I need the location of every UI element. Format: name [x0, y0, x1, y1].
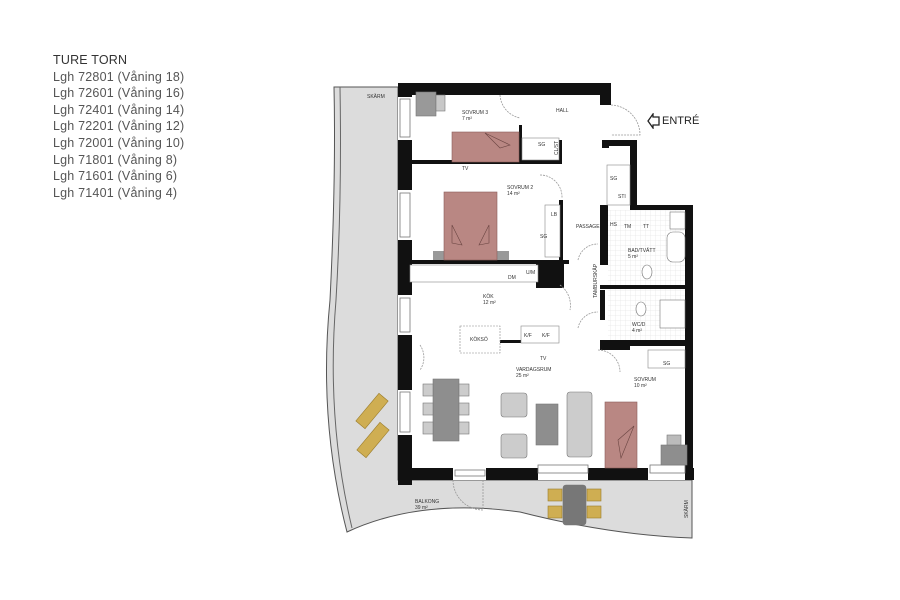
apartment-entry: Lgh 72001 (Våning 10): [53, 135, 185, 150]
room-vardagsrum-area: 25 m²: [516, 373, 529, 379]
room-wc-name: WC/D: [632, 322, 646, 328]
label-sg: SG: [540, 234, 547, 240]
walls: [398, 83, 694, 485]
furniture: [415, 91, 688, 526]
apartment-entry: Lgh 71801 (Våning 8): [53, 152, 178, 167]
room-sovrum-area: 10 m²: [634, 383, 647, 389]
room-balkong-name: BALKONG: [415, 499, 439, 505]
room-bad-area: 5 m²: [628, 254, 638, 260]
room-sovrum3-name: SOVRUM 3: [462, 110, 488, 116]
label-sg: SG: [538, 142, 545, 148]
apartment-entry: Lgh 72801 (Våning 18): [53, 69, 185, 84]
label-dm: DM: [508, 275, 516, 281]
label-skarm: SKÄRM: [367, 93, 385, 100]
windows: [399, 98, 686, 477]
label-tv: TV: [540, 356, 547, 362]
beds: [433, 131, 638, 469]
room-sovrum-name: SOVRUM: [634, 377, 656, 383]
room-kokso-name: KÖKSÖ: [470, 336, 488, 343]
label-tt: TT: [643, 224, 649, 230]
apartment-legend: TURE TORN Lgh 72801 (Våning 18) Lgh 7260…: [53, 52, 184, 201]
label-kf: K/F: [542, 333, 550, 339]
label-skarm: SKÄRM: [683, 500, 690, 518]
building-title: TURE TORN: [53, 53, 128, 67]
label-cl: CL/ST: [554, 141, 560, 155]
apartment-entry: Lgh 71401 (Våning 4): [53, 185, 178, 200]
entrance-arrow-icon: [647, 113, 660, 129]
label-tv: TV: [462, 166, 469, 172]
label-sg: SG: [663, 361, 670, 367]
room-kok-area: 12 m²: [483, 300, 496, 306]
label-hs: HS: [610, 222, 618, 228]
balcony: [326, 86, 693, 539]
room-labels: SOVRUM 3 7 m² HALL SOVRUM 2 14 m² PASSAG…: [367, 93, 690, 518]
room-sovrum3-area: 7 m²: [462, 116, 472, 122]
entrance-label: ENTRÉ: [662, 115, 700, 127]
label-um: U/M: [526, 270, 535, 276]
room-sovrum2-area: 14 m²: [507, 191, 520, 197]
apartment-entry: Lgh 72401 (Våning 14): [53, 102, 185, 117]
apartment-entry: Lgh 71601 (Våning 6): [53, 169, 178, 184]
label-sti: STI: [618, 194, 626, 200]
label-sg: SG: [610, 176, 617, 182]
room-wc-area: 4 m²: [632, 328, 642, 334]
apartment-entry: Lgh 72601 (Våning 16): [53, 86, 185, 101]
room-vardagsrum-name: VARDAGSRUM: [516, 367, 551, 373]
label-kf: K/F: [524, 333, 532, 339]
room-bad-name: BAD/TVÄTT: [628, 247, 656, 254]
label-lb: LB: [551, 212, 558, 218]
label-tambur: TAMBURSKÅP: [592, 263, 599, 298]
room-sovrum2-name: SOVRUM 2: [507, 185, 533, 191]
room-passage-name: PASSAGE: [576, 224, 600, 230]
apartment-entry: Lgh 72201 (Våning 12): [53, 119, 185, 134]
room-kok-name: KÖK: [483, 293, 494, 300]
label-tm: TM: [624, 224, 631, 230]
room-hall-name: HALL: [556, 108, 569, 114]
room-balkong-area: 39 m²: [415, 505, 428, 511]
balcony-chairs: [355, 392, 602, 519]
